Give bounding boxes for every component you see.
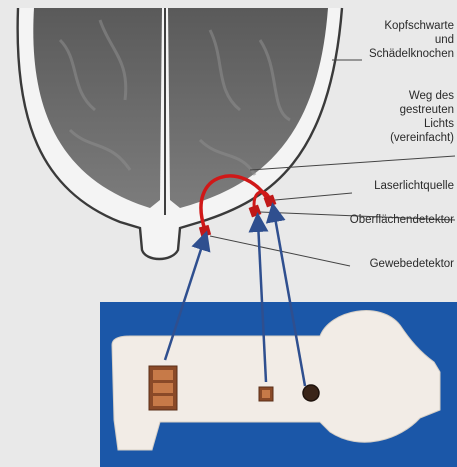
surface-detector-window <box>262 390 270 398</box>
label-light-path-line1: Weg des <box>409 90 454 103</box>
label-light-path-line2: gestreuten <box>400 104 454 117</box>
laser-source-element <box>303 385 319 401</box>
label-laser-source: Laserlichtquelle <box>374 180 454 193</box>
tissue-detector-marker <box>199 225 211 237</box>
label-light-path-line4: (vereinfacht) <box>390 132 454 145</box>
label-scalp-line3: Schädelknochen <box>369 48 454 61</box>
tissue-detector-cells <box>153 370 173 406</box>
label-light-path-line3: Lichts <box>424 118 454 131</box>
label-scalp-line2: und <box>435 34 454 47</box>
label-surface-detector: Oberflächendetektor <box>350 214 454 227</box>
label-scalp-line1: Kopfschwarte <box>384 20 454 33</box>
label-tissue-detector: Gewebedetektor <box>370 258 454 271</box>
brain-left-hemisphere <box>33 8 162 208</box>
surface-detector-marker <box>249 205 262 218</box>
brain-right-hemisphere <box>168 8 328 208</box>
